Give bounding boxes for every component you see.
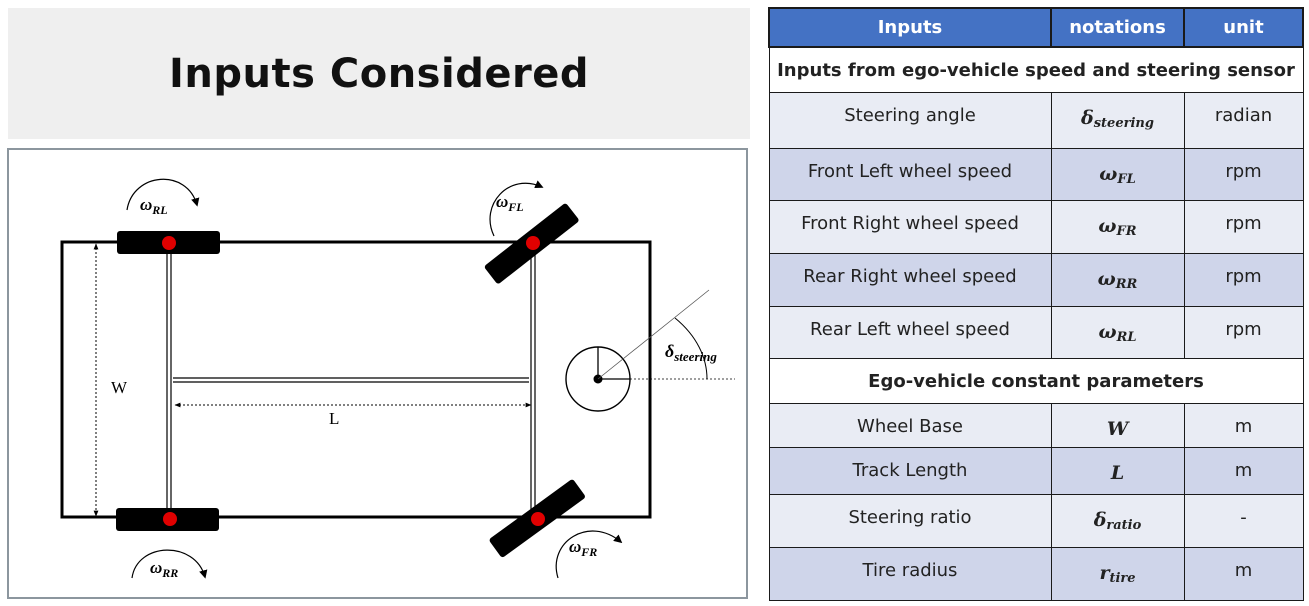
omega-rr-label: ωRR (150, 558, 178, 580)
row-unit: m (1183, 403, 1304, 448)
row-notation: ωRR (1050, 253, 1185, 307)
table-row: Front Right wheel speed ωFR rpm (768, 200, 1304, 254)
steering-angle-arc (674, 317, 708, 380)
table-row: Track Length L m (768, 447, 1304, 495)
omega-rl-label: ωRL (140, 195, 168, 217)
vehicle-diagram: W L ωRL ωFL ωRR ωFR (7, 148, 748, 599)
table-row: Rear Left wheel speed ωRL rpm (768, 306, 1304, 359)
row-unit: rpm (1183, 200, 1304, 254)
row-unit: radian (1183, 92, 1304, 149)
header-notations: notations (1050, 7, 1185, 48)
row-notation: ωFR (1050, 200, 1185, 254)
wheel-hub-rear-right (163, 512, 177, 526)
header-unit: unit (1183, 7, 1304, 48)
row-unit: m (1183, 547, 1304, 601)
wheel-hub-front-left (526, 236, 540, 250)
row-input: Rear Right wheel speed (768, 253, 1052, 307)
row-input: Front Left wheel speed (768, 148, 1052, 201)
wheel-hub-rear-left (162, 236, 176, 250)
row-notation: L (1050, 447, 1185, 495)
inputs-table: Inputs notations unit Inputs from ego-ve… (768, 7, 1304, 601)
row-input: Steering angle (768, 92, 1052, 149)
row-notation: δsteering (1050, 92, 1185, 149)
row-input: Front Right wheel speed (768, 200, 1052, 254)
section-title-sensor: Inputs from ego-vehicle speed and steeri… (768, 46, 1304, 93)
delta-steering-label: δsteering (665, 341, 717, 364)
omega-fl-label: ωFL (496, 192, 524, 214)
rotation-arrow-rl (126, 178, 200, 211)
row-input: Track Length (768, 447, 1052, 495)
row-input: Steering ratio (768, 494, 1052, 548)
row-unit: - (1183, 494, 1304, 548)
row-unit: rpm (1183, 148, 1304, 201)
vehicle-diagram-svg: W L ωRL ωFL ωRR ωFR (60, 178, 735, 580)
length-label: L (329, 409, 339, 428)
wheel-hub-front-right (531, 512, 545, 526)
title-banner: Inputs Considered (8, 8, 750, 139)
header-inputs: Inputs (768, 7, 1052, 48)
table-row: Rear Right wheel speed ωRR rpm (768, 253, 1304, 307)
table-row: Tire radius rtire m (768, 547, 1304, 601)
rotation-arrow-fl (489, 180, 544, 237)
width-label: W (111, 378, 128, 397)
table-row: Wheel Base W m (768, 403, 1304, 448)
table-header-row: Inputs notations unit (768, 7, 1304, 48)
vehicle-body (60, 240, 652, 519)
rotation-arrow-fr (555, 530, 623, 579)
row-notation: W (1050, 403, 1185, 448)
table-row: Steering ratio δratio - (768, 494, 1304, 548)
section-row-sensor: Inputs from ego-vehicle speed and steeri… (768, 46, 1304, 93)
row-unit: rpm (1183, 253, 1304, 307)
row-notation: δratio (1050, 494, 1185, 548)
steering-angle-ray (597, 289, 710, 380)
section-row-constants: Ego-vehicle constant parameters (768, 358, 1304, 404)
row-notation: ωFL (1050, 148, 1185, 201)
row-input: Tire radius (768, 547, 1052, 601)
section-title-constants: Ego-vehicle constant parameters (768, 358, 1304, 404)
row-unit: m (1183, 447, 1304, 495)
omega-fr-label: ωFR (569, 537, 597, 559)
row-notation: ωRL (1050, 306, 1185, 359)
row-input: Rear Left wheel speed (768, 306, 1052, 359)
table-row: Steering angle δsteering radian (768, 92, 1304, 149)
page-title: Inputs Considered (169, 50, 589, 97)
row-notation: rtire (1050, 547, 1185, 601)
rotation-arrow-rr (131, 549, 208, 579)
row-input: Wheel Base (768, 403, 1052, 448)
table-row: Front Left wheel speed ωFL rpm (768, 148, 1304, 201)
row-unit: rpm (1183, 306, 1304, 359)
